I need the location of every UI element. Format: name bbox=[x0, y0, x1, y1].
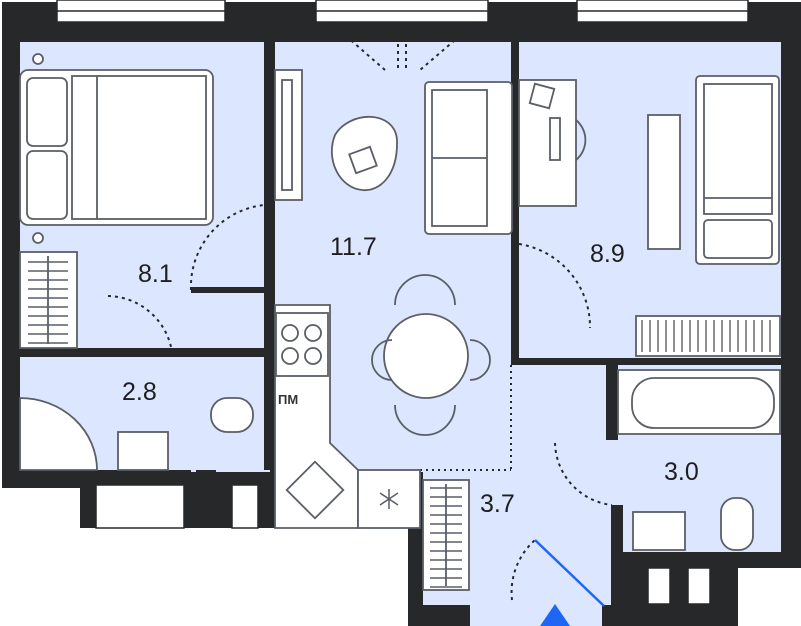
stove bbox=[275, 312, 329, 377]
floor-entry bbox=[470, 590, 602, 626]
area-hallway: 3.7 bbox=[480, 490, 515, 518]
furniture bbox=[19, 53, 781, 591]
book-icon bbox=[348, 145, 378, 175]
door-swings bbox=[107, 21, 613, 601]
sink bbox=[632, 511, 686, 551]
monitor-icon bbox=[549, 117, 561, 161]
chair bbox=[575, 119, 587, 161]
dishwasher-label: ПМ bbox=[278, 392, 298, 407]
radiator bbox=[635, 315, 781, 357]
area-bathroom-2: 3.0 bbox=[664, 458, 699, 486]
area-living: 11.7 bbox=[330, 233, 377, 261]
toilet bbox=[720, 497, 754, 551]
fridge-icon bbox=[379, 489, 399, 509]
entrance-marker bbox=[540, 604, 570, 626]
radiator-fins bbox=[641, 320, 771, 352]
toilet bbox=[210, 397, 254, 433]
area-bathroom-1: 2.8 bbox=[122, 378, 157, 406]
kitchen-sink bbox=[285, 460, 345, 520]
sink bbox=[117, 431, 169, 471]
dining-table bbox=[383, 313, 469, 399]
shower bbox=[19, 397, 98, 471]
area-bedroom-1: 8.1 bbox=[138, 260, 173, 288]
lamp-icon bbox=[32, 53, 44, 65]
windows bbox=[56, 0, 749, 605]
hanger-lines bbox=[28, 261, 462, 588]
entrance-door bbox=[534, 539, 605, 607]
lamp-icon bbox=[32, 232, 44, 244]
area-bedroom-2: 8.9 bbox=[590, 240, 625, 268]
rug bbox=[647, 114, 681, 250]
